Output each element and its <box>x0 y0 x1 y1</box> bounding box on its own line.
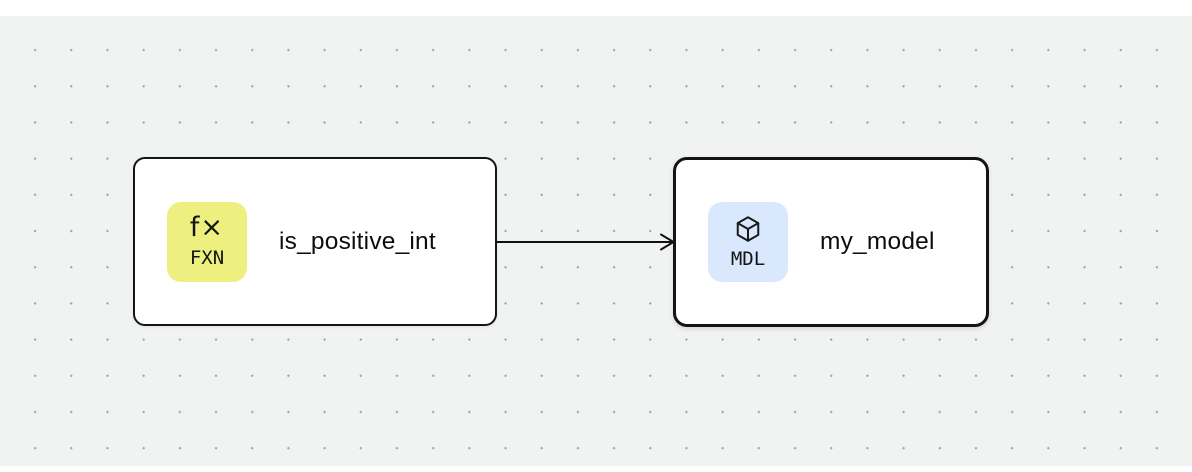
node-label: my_model <box>820 228 935 255</box>
node-label: is_positive_int <box>279 227 436 255</box>
model-badge: MDL <box>708 202 788 282</box>
node-is-positive-int[interactable]: f× FXN is_positive_int <box>133 157 497 326</box>
fx-function-icon: f× <box>189 212 225 243</box>
node-my-model[interactable]: MDL my_model <box>673 157 989 327</box>
model-badge-label: MDL <box>730 247 766 270</box>
function-badge: f× FXN <box>167 201 247 282</box>
function-badge-label: FXN <box>189 247 225 269</box>
cube-icon <box>733 213 763 245</box>
